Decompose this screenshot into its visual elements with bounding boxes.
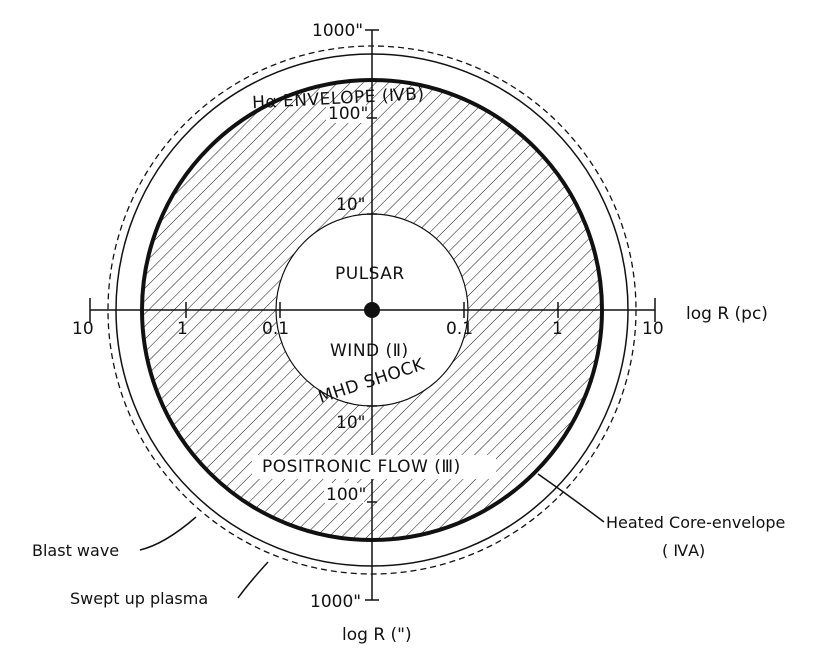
tick-left-1: 1 [177,319,188,339]
vertical-axis-ticks [365,29,379,601]
positronic-flow-label: POSITRONIC FLOW (Ⅲ) [262,457,461,477]
tick-bottom-100: 100" [326,485,366,505]
heated-core-label-line2: ( ⅣA) [662,541,705,560]
tick-right-10: 10 [642,319,664,339]
pulsar-label: PULSAR [335,264,405,284]
heated-core-leader [537,473,605,523]
heated-core-label-line1: Heated Core-envelope [606,513,785,532]
tick-right-1: 1 [552,319,563,339]
horizontal-axis-ticks [89,298,656,322]
tick-top-10: 10" [336,195,365,215]
vertical-axis-label: log R (") [342,625,412,645]
tick-top-1000: 1000" [312,21,363,41]
blast-wave-label: Blast wave [32,541,119,560]
horizontal-axis-label: log R (pc) [686,304,768,324]
wind-label: WIND (Ⅱ) [330,341,409,361]
tick-right-0.1: 0.1 [446,319,473,339]
swept-up-plasma-leader [237,561,269,599]
swept-up-plasma-label: Swept up plasma [70,589,208,608]
tick-left-10: 10 [72,319,94,339]
pulsar-dot [364,302,380,318]
tick-bottom-1000: 1000" [310,592,361,612]
blast-wave-leader [139,516,197,551]
tick-top-100: 100" [328,104,368,124]
tick-bottom-10: 10" [336,413,365,433]
tick-left-0.1: 0.1 [262,319,289,339]
